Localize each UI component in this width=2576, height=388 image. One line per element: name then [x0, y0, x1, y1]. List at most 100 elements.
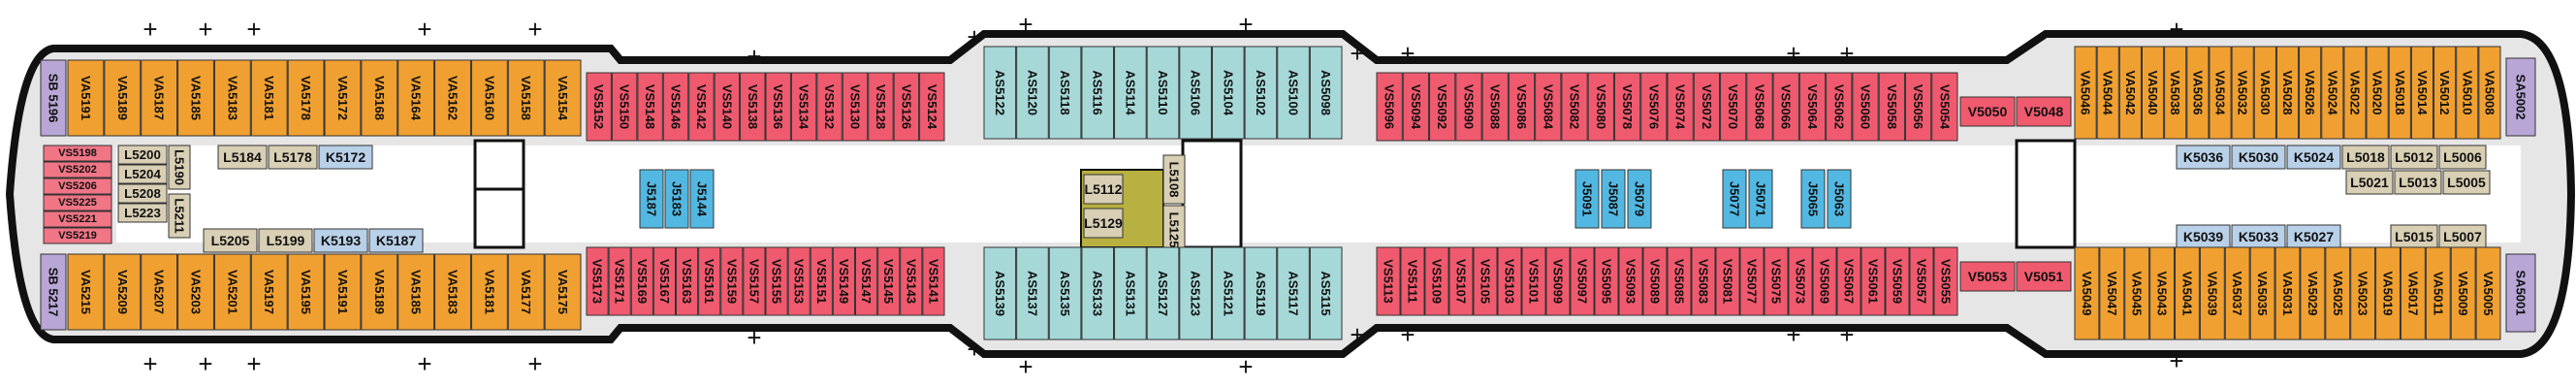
cabin-J5144[interactable]: J5144	[689, 169, 715, 229]
cabin-VS5157[interactable]: VS5157	[743, 246, 766, 316]
cabin-AS5110[interactable]: AS5110	[1146, 46, 1180, 140]
cabin-VS5151[interactable]: VS5151	[810, 246, 833, 316]
cabin-AS5139[interactable]: AS5139	[983, 246, 1017, 340]
cabin-VS5202[interactable]: VS5202	[43, 161, 112, 178]
cabin-VS5056[interactable]: VS5056	[1904, 72, 1932, 142]
cabin-VS5136[interactable]: VS5136	[765, 72, 791, 142]
cabin-VS5146[interactable]: VS5146	[662, 72, 689, 142]
cabin-VA5019[interactable]: VA5019	[2375, 246, 2401, 340]
cabin-VS5113[interactable]: VS5113	[1376, 246, 1401, 316]
cabin-VA5049[interactable]: VA5049	[2074, 246, 2100, 340]
cabin-VS5145[interactable]: VS5145	[877, 246, 901, 316]
cabin-L5184[interactable]: L5184	[217, 145, 268, 170]
cabin-VA5203[interactable]: VA5203	[177, 253, 214, 331]
cabin-L5013[interactable]: L5013	[2394, 170, 2442, 195]
cabin-L5204[interactable]: L5204	[117, 164, 168, 184]
cabin-VS5173[interactable]: VS5173	[586, 246, 609, 316]
cabin-VA5177[interactable]: VA5177	[507, 253, 545, 331]
cabin-L5129[interactable]: L5129	[1083, 208, 1124, 239]
cabin-AS5115[interactable]: AS5115	[1309, 246, 1343, 340]
cabin-VS5092[interactable]: VS5092	[1429, 72, 1456, 142]
cabin-VA5164[interactable]: VA5164	[398, 59, 435, 137]
cabin-VA5028[interactable]: VA5028	[2275, 46, 2300, 140]
cabin-VS5167[interactable]: VS5167	[652, 246, 676, 316]
cabin-AS5118[interactable]: AS5118	[1048, 46, 1082, 140]
cabin-VA5037[interactable]: VA5037	[2224, 246, 2250, 340]
cabin-VS5088[interactable]: VS5088	[1481, 72, 1509, 142]
cabin-K5024[interactable]: K5024	[2286, 145, 2341, 170]
cabin-VS5093[interactable]: VS5093	[1618, 246, 1643, 316]
cabin-VS5078[interactable]: VS5078	[1613, 72, 1641, 142]
cabin-VA5020[interactable]: VA5020	[2366, 46, 2389, 140]
cabin-VS5147[interactable]: VS5147	[855, 246, 878, 316]
cabin-VS5132[interactable]: VS5132	[816, 72, 843, 142]
cabin-VS5138[interactable]: VS5138	[740, 72, 766, 142]
cabin-VS5061[interactable]: VS5061	[1860, 246, 1886, 316]
cabin-VA5043[interactable]: VA5043	[2149, 246, 2176, 340]
cabin-VS5095[interactable]: VS5095	[1594, 246, 1619, 316]
cabin-VS5171[interactable]: VS5171	[608, 246, 631, 316]
cabin-L5199[interactable]: L5199	[258, 228, 313, 253]
cabin-VS5085[interactable]: VS5085	[1667, 246, 1692, 316]
cabin-K5172[interactable]: K5172	[318, 145, 373, 170]
cabin-L5178[interactable]: L5178	[268, 145, 318, 170]
cabin-VA5040[interactable]: VA5040	[2141, 46, 2165, 140]
cabin-L5208[interactable]: L5208	[117, 183, 168, 204]
cabin-VS5109[interactable]: VS5109	[1424, 246, 1449, 316]
cabin-VA5011[interactable]: VA5011	[2425, 246, 2451, 340]
cabin-AS5114[interactable]: AS5114	[1114, 46, 1147, 140]
cabin-J5079[interactable]: J5079	[1627, 169, 1652, 229]
cabin-VS5107[interactable]: VS5107	[1448, 246, 1474, 316]
cabin-VS5074[interactable]: VS5074	[1667, 72, 1694, 142]
cabin-VA5197[interactable]: VA5197	[250, 253, 288, 331]
cabin-VS5077[interactable]: VS5077	[1739, 246, 1765, 316]
cabin-VS5084[interactable]: VS5084	[1535, 72, 1562, 142]
cabin-L5205[interactable]: L5205	[203, 228, 258, 253]
cabin-L5021[interactable]: L5021	[2345, 170, 2394, 195]
cabin-VA5183[interactable]: VA5183	[213, 59, 251, 137]
cabin-VA5175[interactable]: VA5175	[544, 253, 582, 331]
cabin-J5091[interactable]: J5091	[1574, 169, 1600, 229]
cabin-L5108[interactable]: L5108	[1162, 154, 1186, 205]
cabin-L5012[interactable]: L5012	[2390, 145, 2438, 170]
cabin-VA5185[interactable]: VA5185	[177, 59, 214, 137]
cabin-VS5126[interactable]: VS5126	[893, 72, 920, 142]
cabin-L5125[interactable]: L5125	[1162, 205, 1186, 255]
cabin-VA5191[interactable]: VA5191	[324, 253, 362, 331]
cabin-VA5181[interactable]: VA5181	[470, 253, 508, 331]
cabin-J5077[interactable]: J5077	[1722, 169, 1747, 229]
cabin-J5063[interactable]: J5063	[1827, 169, 1852, 229]
cabin-VA5009[interactable]: VA5009	[2450, 246, 2476, 340]
cabin-V5050[interactable]: V5050	[1959, 96, 2016, 127]
cabin-VS5073[interactable]: VS5073	[1788, 246, 1813, 316]
cabin-L5190[interactable]: L5190	[168, 145, 191, 190]
cabin-AS5137[interactable]: AS5137	[1016, 246, 1049, 340]
cabin-VA5154[interactable]: VA5154	[544, 59, 582, 137]
cabin-VS5221[interactable]: VS5221	[43, 210, 112, 228]
cabin-VA5035[interactable]: VA5035	[2249, 246, 2275, 340]
cabin-VS5128[interactable]: VS5128	[868, 72, 894, 142]
cabin-L5018[interactable]: L5018	[2341, 145, 2390, 170]
cabin-VA5183[interactable]: VA5183	[434, 253, 471, 331]
cabin-VA5045[interactable]: VA5045	[2124, 246, 2150, 340]
cabin-VA5026[interactable]: VA5026	[2299, 46, 2322, 140]
cabin-VA5024[interactable]: VA5024	[2321, 46, 2344, 140]
cabin-SA5001[interactable]: SA5001	[2505, 253, 2536, 333]
cabin-VA5168[interactable]: VA5168	[361, 59, 398, 137]
cabin-AS5133[interactable]: AS5133	[1081, 246, 1115, 340]
cabin-AS5100[interactable]: AS5100	[1277, 46, 1310, 140]
cabin-VA5044[interactable]: VA5044	[2096, 46, 2119, 140]
cabin-VS5076[interactable]: VS5076	[1640, 72, 1668, 142]
cabin-VA5162[interactable]: VA5162	[434, 59, 471, 137]
cabin-VA5031[interactable]: VA5031	[2274, 246, 2301, 340]
cabin-AS5135[interactable]: AS5135	[1048, 246, 1082, 340]
cabin-VS5153[interactable]: VS5153	[787, 246, 811, 316]
cabin-VA5030[interactable]: VA5030	[2253, 46, 2276, 140]
cabin-VA5005[interactable]: VA5005	[2475, 246, 2501, 340]
cabin-VA5201[interactable]: VA5201	[213, 253, 251, 331]
cabin-V5053[interactable]: V5053	[1959, 261, 2016, 292]
cabin-L5005[interactable]: L5005	[2442, 170, 2491, 195]
cabin-VA5160[interactable]: VA5160	[470, 59, 508, 137]
cabin-V5051[interactable]: V5051	[2016, 261, 2072, 292]
cabin-VS5142[interactable]: VS5142	[688, 72, 715, 142]
